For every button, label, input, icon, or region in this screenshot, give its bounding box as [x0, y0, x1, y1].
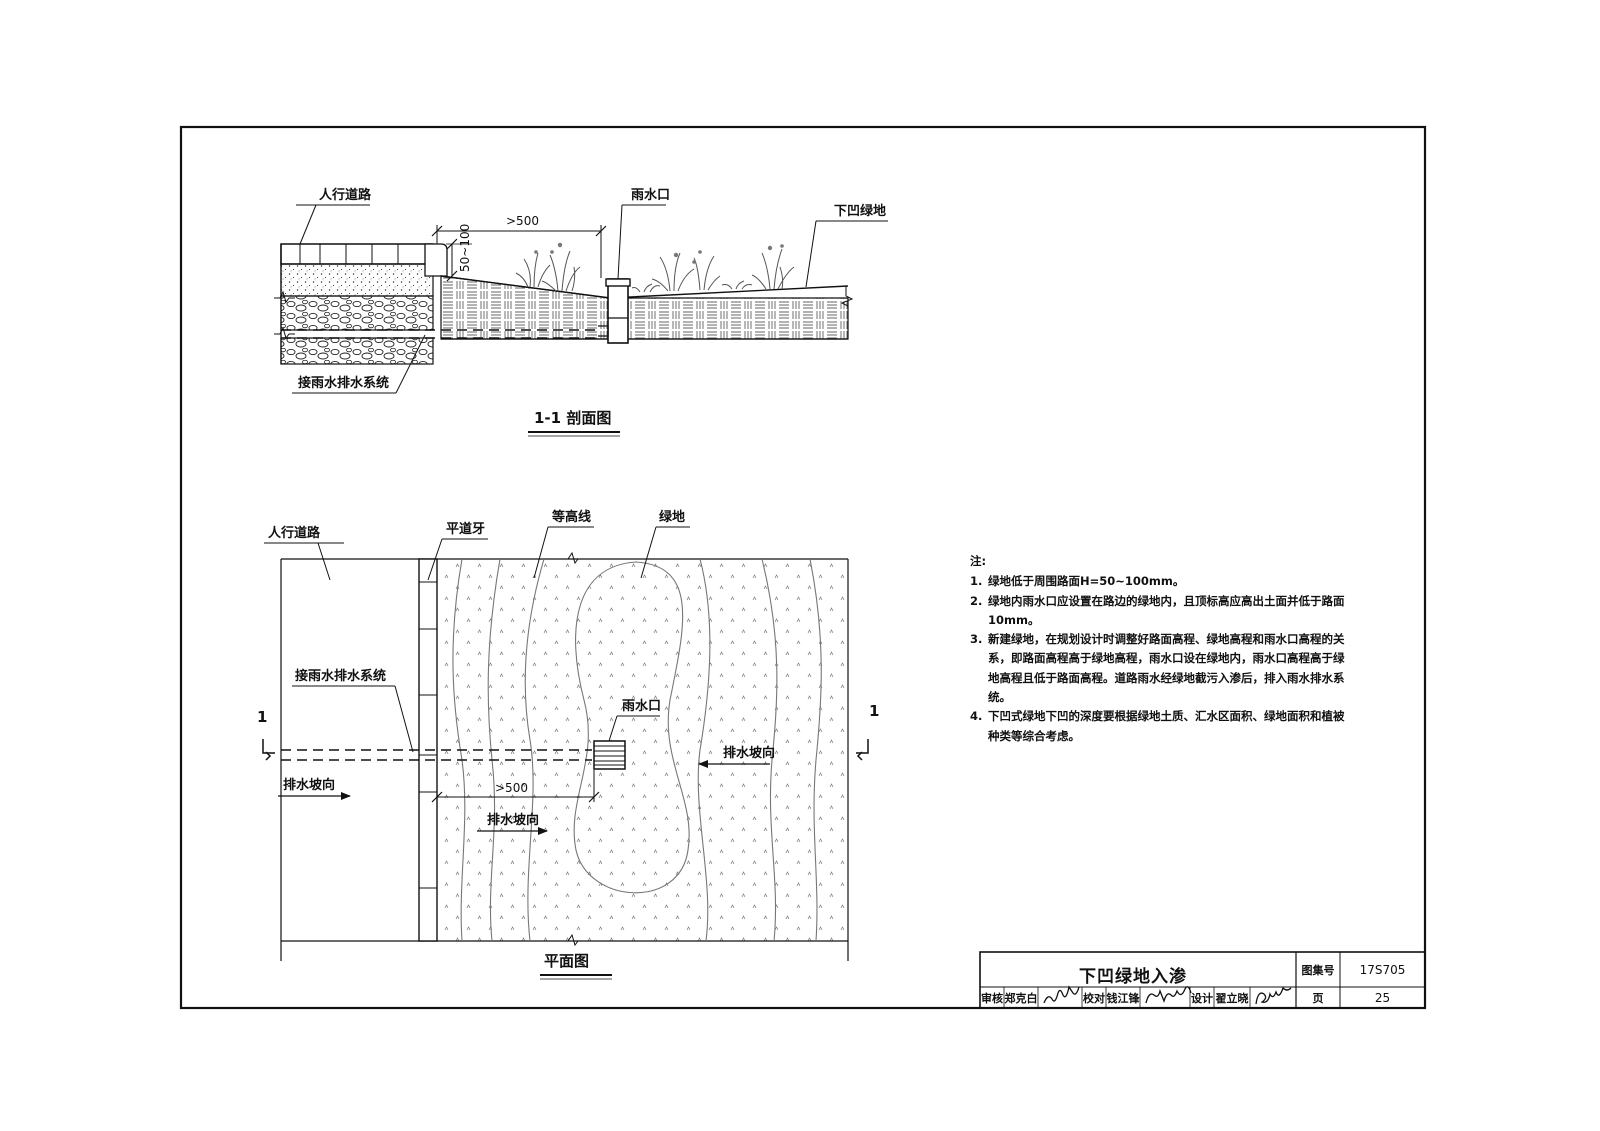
notes-block: 注: 1. 绿地低于周围路面H=50~100mm。 2. 绿地内雨水口应设置在路边的… — [970, 552, 1350, 746]
plan-label-flat-curb: 平道牙 — [446, 521, 485, 537]
section-sand-base — [280, 263, 434, 297]
check-label: 校对 — [1083, 991, 1105, 1005]
reviewer-name: 郑克白 — [1004, 991, 1038, 1005]
plan-greenbelt-boundary — [573, 561, 690, 894]
plan-view: 1 1 >500 排水坡向 排水坡向 排水坡向 人行道路 平道牙 等高线 绿地 — [257, 509, 879, 980]
note-item: 2. 绿地内雨水口应设置在路边的绿地内，且顶标高应高出土面并低于路面10mm。 — [970, 592, 1350, 631]
section-curb — [424, 243, 448, 277]
notes-list: 1. 绿地低于周围路面H=50~100mm。 2. 绿地内雨水口应设置在路边的绿地内… — [970, 572, 1350, 746]
review-label: 审核 — [981, 991, 1003, 1005]
note-item: 4. 下凹式绿地下凹的深度要根据绿地土质、汇水区面积、绿地面积和植被种类等综合考虑… — [970, 707, 1350, 746]
note-number: 1. — [970, 574, 983, 589]
plan-label-contour: 等高线 — [551, 509, 591, 525]
atlas-label: 图集号 — [1301, 963, 1335, 977]
signature-designer — [1255, 986, 1292, 1005]
signature-checker — [1145, 986, 1192, 1004]
note-text: 下凹式绿地下凹的深度要根据绿地土质、汇水区面积、绿地面积和植被种类等综合考虑。 — [988, 709, 1345, 743]
page-number: 25 — [1374, 990, 1391, 1005]
note-number: 2. — [970, 593, 983, 608]
section-label-sidewalk: 人行道路 — [319, 187, 372, 203]
plan-slope-label-bottom: 排水坡向 — [487, 812, 539, 828]
drawing-title: 下凹绿地入渗 — [1079, 966, 1187, 987]
plan-slope-label-left: 排水坡向 — [283, 777, 335, 793]
notes-heading: 注: — [970, 554, 987, 568]
design-label: 设计 — [1191, 991, 1213, 1005]
note-text: 新建绿地，在规划设计时调整好路面高程、绿地高程和雨水口高程的关系，即路面高程高于… — [988, 632, 1345, 705]
plan-label-sidewalk: 人行道路 — [268, 525, 321, 541]
note-text: 绿地低于周围路面H=50~100mm。 — [988, 574, 1185, 589]
section-dim-distance-label: >500 — [506, 214, 539, 228]
designer-name: 翟立晓 — [1215, 991, 1249, 1005]
title-block-frame — [979, 951, 1426, 1009]
note-number: 4. — [970, 709, 983, 724]
note-number: 3. — [970, 632, 983, 647]
plan-section-mark-left: 1 — [257, 708, 267, 726]
plan-dim-distance — [431, 770, 600, 803]
plan-slope-label-right: 排水坡向 — [723, 745, 775, 761]
plan-label-drain-system: 接雨水排水系统 — [295, 668, 386, 684]
section-label-inlet: 雨水口 — [631, 187, 670, 203]
section-paving-layer — [280, 243, 434, 265]
plan-label-inlet: 雨水口 — [622, 698, 661, 714]
section-label-sunken-greenbelt: 下凹绿地 — [834, 203, 886, 219]
page-label: 页 — [1312, 991, 1324, 1005]
plan-section-cut-left — [262, 739, 275, 761]
signature-reviewer — [1043, 985, 1080, 1004]
plan-title: 平面图 — [544, 952, 589, 970]
note-text: 绿地内雨水口应设置在路边的绿地内，且顶标高应高出土面并低于路面10mm。 — [988, 593, 1345, 627]
note-item: 3. 新建绿地，在规划设计时调整好路面高程、绿地高程和雨水口高程的关系，即路面高程… — [970, 630, 1350, 707]
note-item: 1. 绿地低于周围路面H=50~100mm。 — [970, 572, 1350, 591]
section-dim-distance — [431, 225, 607, 278]
plan-inlet — [593, 740, 626, 770]
plan-section-cut-right — [856, 739, 869, 761]
plan-label-greenbelt: 绿地 — [659, 509, 685, 525]
plan-dim-distance-label: >500 — [495, 781, 528, 795]
section-view: >500 50~100 人行道路 雨水口 下凹绿地 接雨水排水系统 1-1 剖面… — [274, 187, 888, 437]
section-dim-depth — [446, 238, 472, 282]
drawing-frame — [179, 125, 1427, 1010]
section-dim-depth-label: 50~100 — [458, 224, 472, 272]
plan-section-mark-right: 1 — [869, 702, 879, 720]
section-soil — [440, 275, 849, 340]
checker-name: 钱江锋 — [1106, 991, 1140, 1005]
atlas-number: 17S705 — [1359, 962, 1406, 977]
section-plants — [515, 248, 795, 293]
section-label-drain-system: 接雨水排水系统 — [298, 375, 389, 391]
section-inlet — [598, 278, 631, 344]
section-flowers — [534, 242, 784, 264]
section-title: 1-1 剖面图 — [534, 409, 611, 427]
section-gravel-base — [280, 295, 434, 331]
